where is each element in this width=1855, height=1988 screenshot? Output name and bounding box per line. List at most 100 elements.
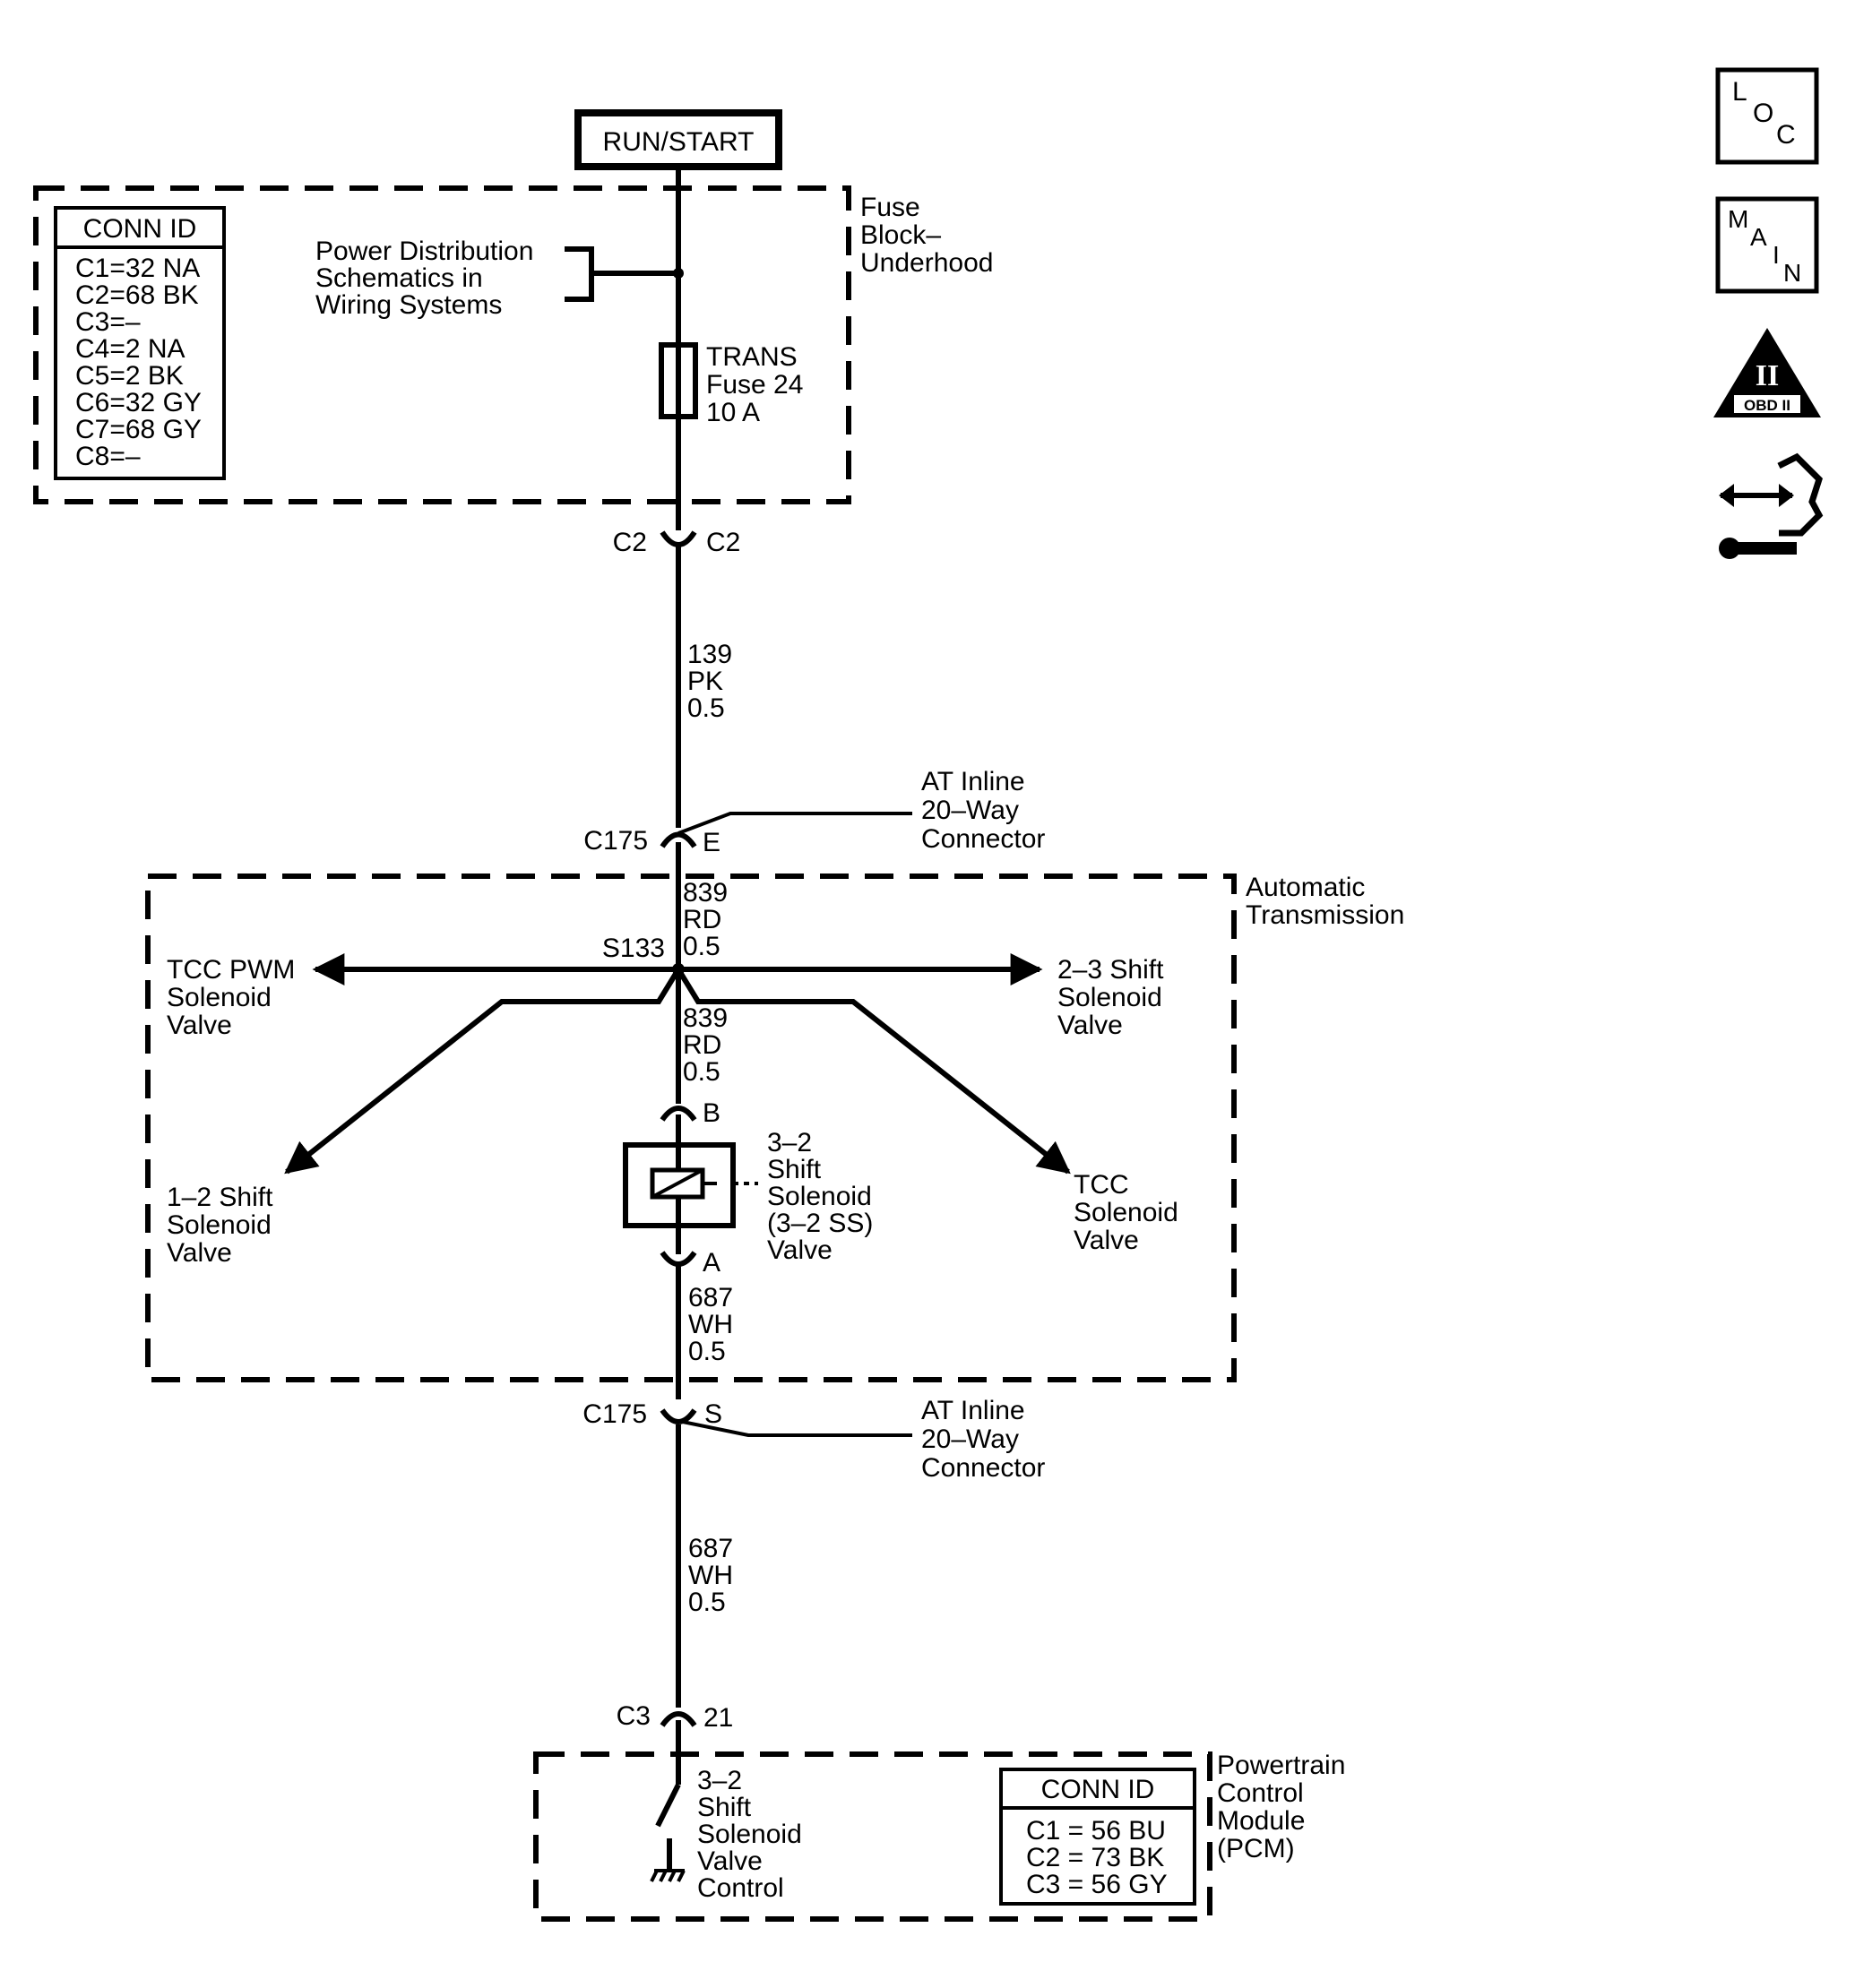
power-dist-line: Wiring Systems: [315, 290, 502, 320]
wire-label-line: 0.5: [688, 1588, 726, 1617]
inline-top-line: 20–Way: [921, 796, 1019, 825]
tcc-solenoid-label: TCC Solenoid Valve: [1074, 1170, 1178, 1255]
wire-label-line: 839: [683, 1003, 728, 1033]
wire-label-line: WH: [688, 1561, 733, 1590]
pcm-control-line: Shift: [697, 1793, 752, 1822]
wire-label-line: 0.5: [683, 932, 720, 961]
loc-icon-letter: O: [1753, 99, 1773, 128]
run-start-label: RUN/START: [603, 127, 755, 157]
branch-label-line: Solenoid: [167, 983, 272, 1012]
conn-id-line: C2=68 BK: [75, 280, 199, 310]
wire-label-line: 139: [687, 640, 732, 669]
fuse-label-line: Fuse 24: [706, 370, 803, 400]
pcm-title-line: Control: [1217, 1778, 1304, 1808]
splice-s133-label: S133: [602, 934, 665, 963]
branch-label-line: Valve: [167, 1011, 232, 1040]
tcc-pwm-solenoid-label: TCC PWM Solenoid Valve: [167, 955, 295, 1040]
fuse-label-line: 10 A: [706, 398, 760, 427]
fuse-block-conn-id-table: CONN ID C1=32 NA C2=68 BK C3=– C4=2 NA C…: [54, 206, 226, 480]
wire-139-pk-label: 139 PK 0.5: [687, 640, 732, 723]
loc-icon[interactable]: L O C: [1715, 67, 1819, 165]
conn-id-line: C1=32 NA: [75, 254, 200, 283]
inline-top-line: AT Inline: [921, 767, 1025, 796]
solenoid-label-line: Valve: [767, 1235, 833, 1265]
branch-label-line: Solenoid: [1057, 983, 1162, 1012]
fuse-block-title-line: Fuse: [860, 193, 920, 222]
pcm-control-line: 3–2: [697, 1766, 742, 1795]
trans-fuse: TRANS Fuse 24 10 A: [659, 342, 803, 427]
pcm-control-line: Valve: [697, 1846, 763, 1876]
diagnostic-connector-icon[interactable]: [1719, 452, 1824, 559]
pcm-title-line: Powertrain: [1217, 1751, 1345, 1780]
pcm-boundary: [533, 1751, 1212, 1922]
fuse-block-boundary: [33, 185, 851, 504]
branch-label-line: Valve: [1057, 1011, 1123, 1040]
c175-bottom-connector: C175 S AT Inline 20–Way Connector: [582, 1396, 1045, 1483]
wire-label-line: PK: [687, 667, 723, 696]
conn-id-line: C4=2 NA: [75, 334, 186, 364]
wire-label-line: 687: [688, 1534, 733, 1563]
c2-left-label: C2: [613, 528, 647, 557]
branch-label-line: 1–2 Shift: [167, 1183, 273, 1212]
wire-label-line: 839: [683, 878, 728, 908]
inline-top-line: Connector: [921, 824, 1045, 854]
branch-tcc: [676, 968, 1071, 1175]
wire-label-line: WH: [688, 1310, 733, 1339]
obd-ii-numeral: II: [1756, 359, 1779, 392]
conn-id-line: C8=–: [75, 442, 141, 471]
c2-connector: C2 C2: [613, 502, 740, 557]
shift-23-solenoid-label: 2–3 Shift Solenoid Valve: [1057, 955, 1164, 1040]
wire-687-wh-upper-label: 687 WH 0.5: [688, 1283, 733, 1366]
solenoid-label-line: (3–2 SS): [767, 1209, 873, 1238]
main-icon-letter: A: [1750, 223, 1767, 251]
main-icon-letter: M: [1728, 205, 1748, 233]
conn-id-line: C3=–: [75, 307, 141, 337]
solenoid-label-line: Shift: [767, 1155, 822, 1184]
wire-label-line: 0.5: [688, 1337, 726, 1366]
branch-label-line: Solenoid: [1074, 1198, 1178, 1227]
fuse-label-line: TRANS: [706, 342, 798, 372]
branch-label-line: TCC PWM: [167, 955, 295, 985]
c175-bottom-pin: S: [704, 1399, 722, 1429]
conn-id-line: C5=2 BK: [75, 361, 184, 391]
run-start-power-box: RUN/START: [574, 109, 782, 170]
main-icon[interactable]: M A I N: [1715, 196, 1819, 294]
c3-connector: C3 21: [617, 1701, 734, 1733]
transmission-title-line: Transmission: [1246, 900, 1404, 930]
c3-label: C3: [617, 1701, 651, 1731]
pin-a-connector: [660, 1251, 697, 1267]
c175-top-pin: E: [703, 828, 720, 857]
inline-bottom-line: AT Inline: [921, 1396, 1025, 1425]
fuse-block-title-line: Block–: [860, 220, 941, 250]
branch-label-line: Solenoid: [167, 1210, 272, 1240]
automatic-transmission-boundary: [145, 874, 1237, 1382]
shift-12-solenoid-label: 1–2 Shift Solenoid Valve: [167, 1183, 273, 1268]
wire-label-line: 0.5: [687, 693, 725, 723]
wire-label-line: 0.5: [683, 1057, 720, 1087]
branch-label-line: Valve: [1074, 1226, 1139, 1255]
power-distribution-reference: Power Distribution Schematics in Wiring …: [315, 237, 684, 320]
conn-id-line: C6=32 GY: [75, 388, 202, 417]
branch-label-line: 2–3 Shift: [1057, 955, 1164, 985]
c3-pin: 21: [703, 1703, 733, 1733]
transmission-title-line: Automatic: [1246, 873, 1365, 902]
fuse-block-title: Fuse Block– Underhood: [860, 193, 993, 278]
c175-bottom-label: C175: [582, 1399, 647, 1429]
loc-icon-letter: L: [1732, 77, 1747, 107]
shift-32-solenoid-label: 3–2 Shift Solenoid (3–2 SS) Valve: [767, 1128, 873, 1265]
wire-687-wh-lower-label: 687 WH 0.5: [688, 1534, 733, 1617]
automatic-transmission-title: Automatic Transmission: [1246, 873, 1404, 930]
shift-32-solenoid: [623, 1142, 758, 1228]
main-icon-letter: I: [1773, 241, 1780, 269]
pcm-conn-id-line: C1 = 56 BU: [1026, 1816, 1166, 1846]
conn-id-line: C7=68 GY: [75, 415, 202, 444]
c175-top-label: C175: [583, 826, 648, 856]
pcm-low-side-switch: [650, 1720, 686, 1882]
branch-shift-12: [284, 968, 681, 1175]
obd-ii-icon[interactable]: II OBD II: [1713, 328, 1821, 417]
pcm-title-line: (PCM): [1217, 1834, 1295, 1863]
wire-label-line: RD: [683, 1030, 721, 1060]
c2-right-label: C2: [706, 528, 740, 557]
wire-label-line: RD: [683, 905, 721, 934]
